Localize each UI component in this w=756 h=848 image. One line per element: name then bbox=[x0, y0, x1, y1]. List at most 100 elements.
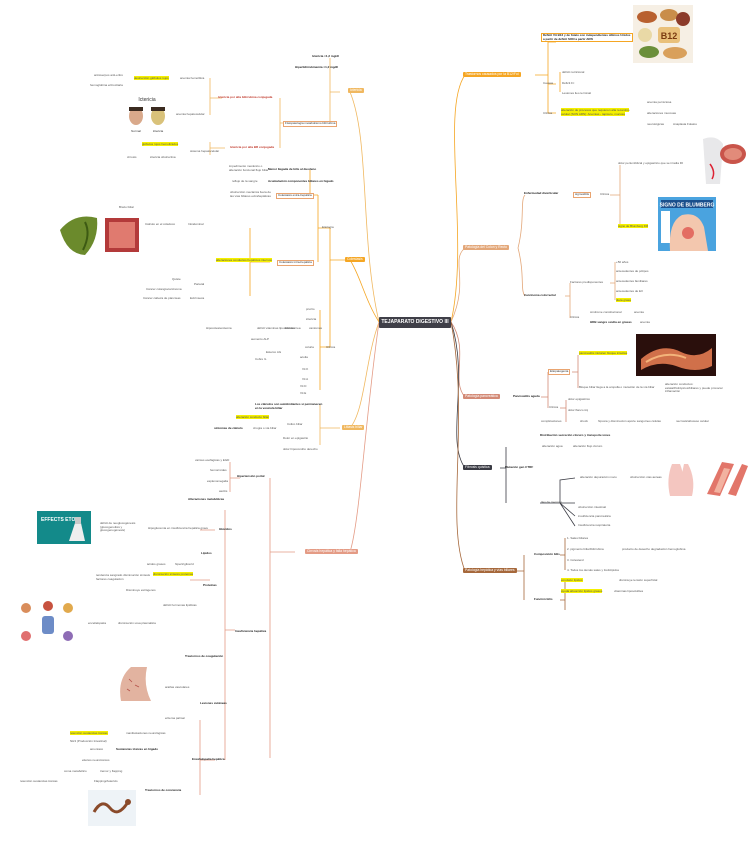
clinica2-label: Clínica bbox=[600, 192, 610, 196]
func-1: emulsión lípidos bbox=[561, 578, 583, 582]
branch-pancreas[interactable]: Patología pancreática bbox=[463, 394, 500, 399]
branch-ictericia[interactable]: Ictericia bbox=[348, 88, 364, 93]
colestasis-1: Menor llegada de bilis al duodeno bbox=[268, 167, 317, 171]
cutanea-2: eritema palmar bbox=[165, 716, 186, 720]
encef-efectos: efectos neurotóxicos bbox=[82, 758, 110, 762]
ictericia-item-1: Ictericia >1,2 mg/dl bbox=[312, 54, 339, 58]
comp-2b: producto de desecho degradación hemoglob… bbox=[622, 547, 686, 551]
prot-item-1: déficit hormonas lipídicas bbox=[163, 603, 197, 607]
comp-4: 4. Todos los demás sales y fosfolípidos bbox=[567, 568, 619, 572]
panc-clinica-3: complicaciones bbox=[541, 419, 562, 423]
col-clin-esteatorrea: Esteatorrea bbox=[285, 326, 301, 330]
aumento-hl: destrucción glóbulos rojos bbox=[134, 76, 169, 80]
flapping-image bbox=[88, 790, 136, 826]
col-clin-prurito: prurito bbox=[306, 307, 315, 311]
col-clin-xantomas: xantomas bbox=[309, 326, 323, 330]
panc-clinica-4: shock bbox=[580, 419, 588, 423]
portal-4: ascitis bbox=[219, 489, 228, 493]
causa-2: Déficit F.I bbox=[562, 81, 575, 85]
colestasis-sub-2: reflujo de la sangre bbox=[232, 179, 258, 183]
col-clin-ictericia: ictericia bbox=[306, 317, 317, 321]
litiasis-1: Los cálculos son autolimitantes si perma… bbox=[255, 402, 323, 410]
clinica-item-1: anemia perniciosa bbox=[647, 100, 672, 104]
colestasis-extra: Colestasis extra-hepática bbox=[276, 193, 314, 199]
branch-colestasis[interactable]: Colestasis bbox=[345, 257, 365, 262]
alteraciones-metabolicas: Alteraciones metabólicas bbox=[188, 497, 225, 501]
cancer-clinica-4: anemia bbox=[640, 320, 650, 324]
branch-colon[interactable]: Patología del Colon y Recto bbox=[463, 245, 510, 250]
cole-calculo: Cálculo en el colédoco bbox=[145, 222, 176, 226]
branch-litiasis[interactable]: Litiasis biliar bbox=[342, 425, 365, 430]
sigmoiditis-box: sigmoiditis bbox=[573, 192, 592, 198]
etiopatogenia-box: Etiopatogenia bbox=[548, 369, 571, 375]
b12-note: Déficit Vit B12 y de folato con independ… bbox=[541, 33, 633, 43]
etio-item-2: alteración conductos: estatal/hidrópicos… bbox=[665, 382, 723, 394]
bil-indirecta: Ictericia por alta bilirrubina conjugada bbox=[218, 95, 273, 99]
causa-3: Lesiones ileo terminal bbox=[562, 91, 592, 95]
col-clin-acolia: acolia bbox=[300, 355, 308, 359]
prot-hl: disminución síntesis proteínas bbox=[153, 572, 194, 576]
factores-label: Factores predisponentes bbox=[570, 280, 604, 284]
cole-cancer-pancreas: Cáncer cabeza de páncreas bbox=[143, 296, 181, 300]
gluc-item-1: Hipoglucemia en insuficiencia hepática g… bbox=[148, 526, 209, 530]
factor-4: antecedentes de EII bbox=[616, 289, 643, 293]
comp-2: 2. pigmento biliar/bilirrubina bbox=[567, 547, 604, 551]
etoh-image: EFFECTS ETOH bbox=[37, 511, 91, 544]
col-clin-hipocolest: Hipocolesterolemia bbox=[206, 326, 232, 330]
col-clin-alp: aumento ALP bbox=[251, 337, 270, 341]
conc-1: coma metabólico bbox=[64, 769, 87, 773]
portal-2: hemorroides bbox=[210, 468, 227, 472]
fq-mutacion: Mutación gen CTRF bbox=[505, 465, 534, 469]
factor-1: +50 años bbox=[616, 260, 629, 264]
svg-text:Ictericia: Ictericia bbox=[153, 129, 164, 133]
cancer-clinica-label: Clínica bbox=[570, 315, 580, 319]
svg-text:SIGNO DE BLUMBERG: SIGNO DE BLUMBERG bbox=[660, 203, 715, 209]
fq-item-1: alteración flujo cloruro bbox=[573, 444, 603, 448]
litiasis-dolor-2: dolor hipocondrio derecho bbox=[283, 447, 318, 451]
composicion-label: Composición bilis bbox=[534, 552, 560, 556]
branch-fibrosis[interactable]: Fibrosis quística bbox=[463, 465, 492, 470]
encefalopatia: Encefalopatía hepática bbox=[192, 757, 225, 761]
etiologia: Etiología bbox=[322, 225, 334, 229]
col-clin-vite: Vit E bbox=[300, 391, 307, 395]
cutanea-1: arañas vasculares bbox=[165, 685, 190, 689]
cancer-clinica-2: HDB sangre oculta en grasas bbox=[590, 320, 632, 324]
branch-vitaminas[interactable]: Trastornos causados por la B12/Fol bbox=[463, 72, 521, 77]
clinica-highlight: alteración de procesos que requieren alt… bbox=[561, 108, 630, 116]
hipertension-portal: Hipertensión portal bbox=[237, 474, 265, 478]
comp-1: 1. Sales biliares bbox=[567, 536, 589, 540]
etoh-label: EFFECTS ETOH bbox=[41, 517, 79, 523]
encef-nh3: NH3 (Producción Intestinal) bbox=[70, 739, 107, 743]
litiasis-sub-1: síntomas de cálculo bbox=[214, 426, 243, 430]
factor-2: antecedentes de pólipos bbox=[616, 269, 649, 273]
encef-sustancias: Sustancias tóxicas en hígado bbox=[116, 747, 159, 751]
lip-item-1: ácidos grasos bbox=[147, 562, 166, 566]
lipidos: Lípidos bbox=[201, 551, 212, 555]
fq-item-7: Insuficiencia respiratoria bbox=[578, 523, 611, 527]
panc-clinica-1: dolor epigástrico bbox=[568, 397, 591, 401]
diverticular-item-1: dolor periumbilical y epigastrico que se… bbox=[618, 161, 684, 165]
cole-quiste: Quiste bbox=[172, 277, 181, 281]
colestasis-sub-3: obstrucción mecánica fuera de las vías b… bbox=[230, 190, 271, 198]
funcion-label: Función bilis bbox=[534, 597, 553, 601]
cancer-label: Carcinoma colorrectal bbox=[524, 293, 556, 297]
branch-higado[interactable]: Patología hepática y vías biliares bbox=[463, 568, 517, 573]
fq-item-4: Ileo de meconio bbox=[541, 500, 563, 504]
hepatocelular: anemia hepatocelular bbox=[176, 112, 205, 116]
hep-sistema: sistema hepatocelular bbox=[190, 149, 220, 153]
branch-cirrosis[interactable]: Cirrosis hepática y falla hepática bbox=[305, 549, 358, 554]
etio-highlight: pancreatitis inicia/en bloque intactas bbox=[579, 351, 628, 355]
func-2: disminuye tensión superficial bbox=[619, 578, 658, 582]
food-image: B12 bbox=[633, 5, 693, 63]
central-topic[interactable]: TEJAPARATO DIGESTIVO III bbox=[379, 317, 451, 328]
cole-parietal: Parietal bbox=[194, 282, 205, 286]
cole-extrinseca: Extrínseca bbox=[190, 296, 205, 300]
col-clin-vitk: Vit K bbox=[302, 367, 309, 371]
col-clin-vitd: Vit D bbox=[300, 384, 307, 388]
clinica-label: Clínica bbox=[543, 111, 553, 115]
lesiones-cutaneas: Lesiones cutáneas bbox=[200, 701, 227, 705]
panc-clinica-label: Clínica bbox=[549, 405, 559, 409]
prot-item-estrog: Disminuye estrógenos bbox=[126, 588, 156, 592]
